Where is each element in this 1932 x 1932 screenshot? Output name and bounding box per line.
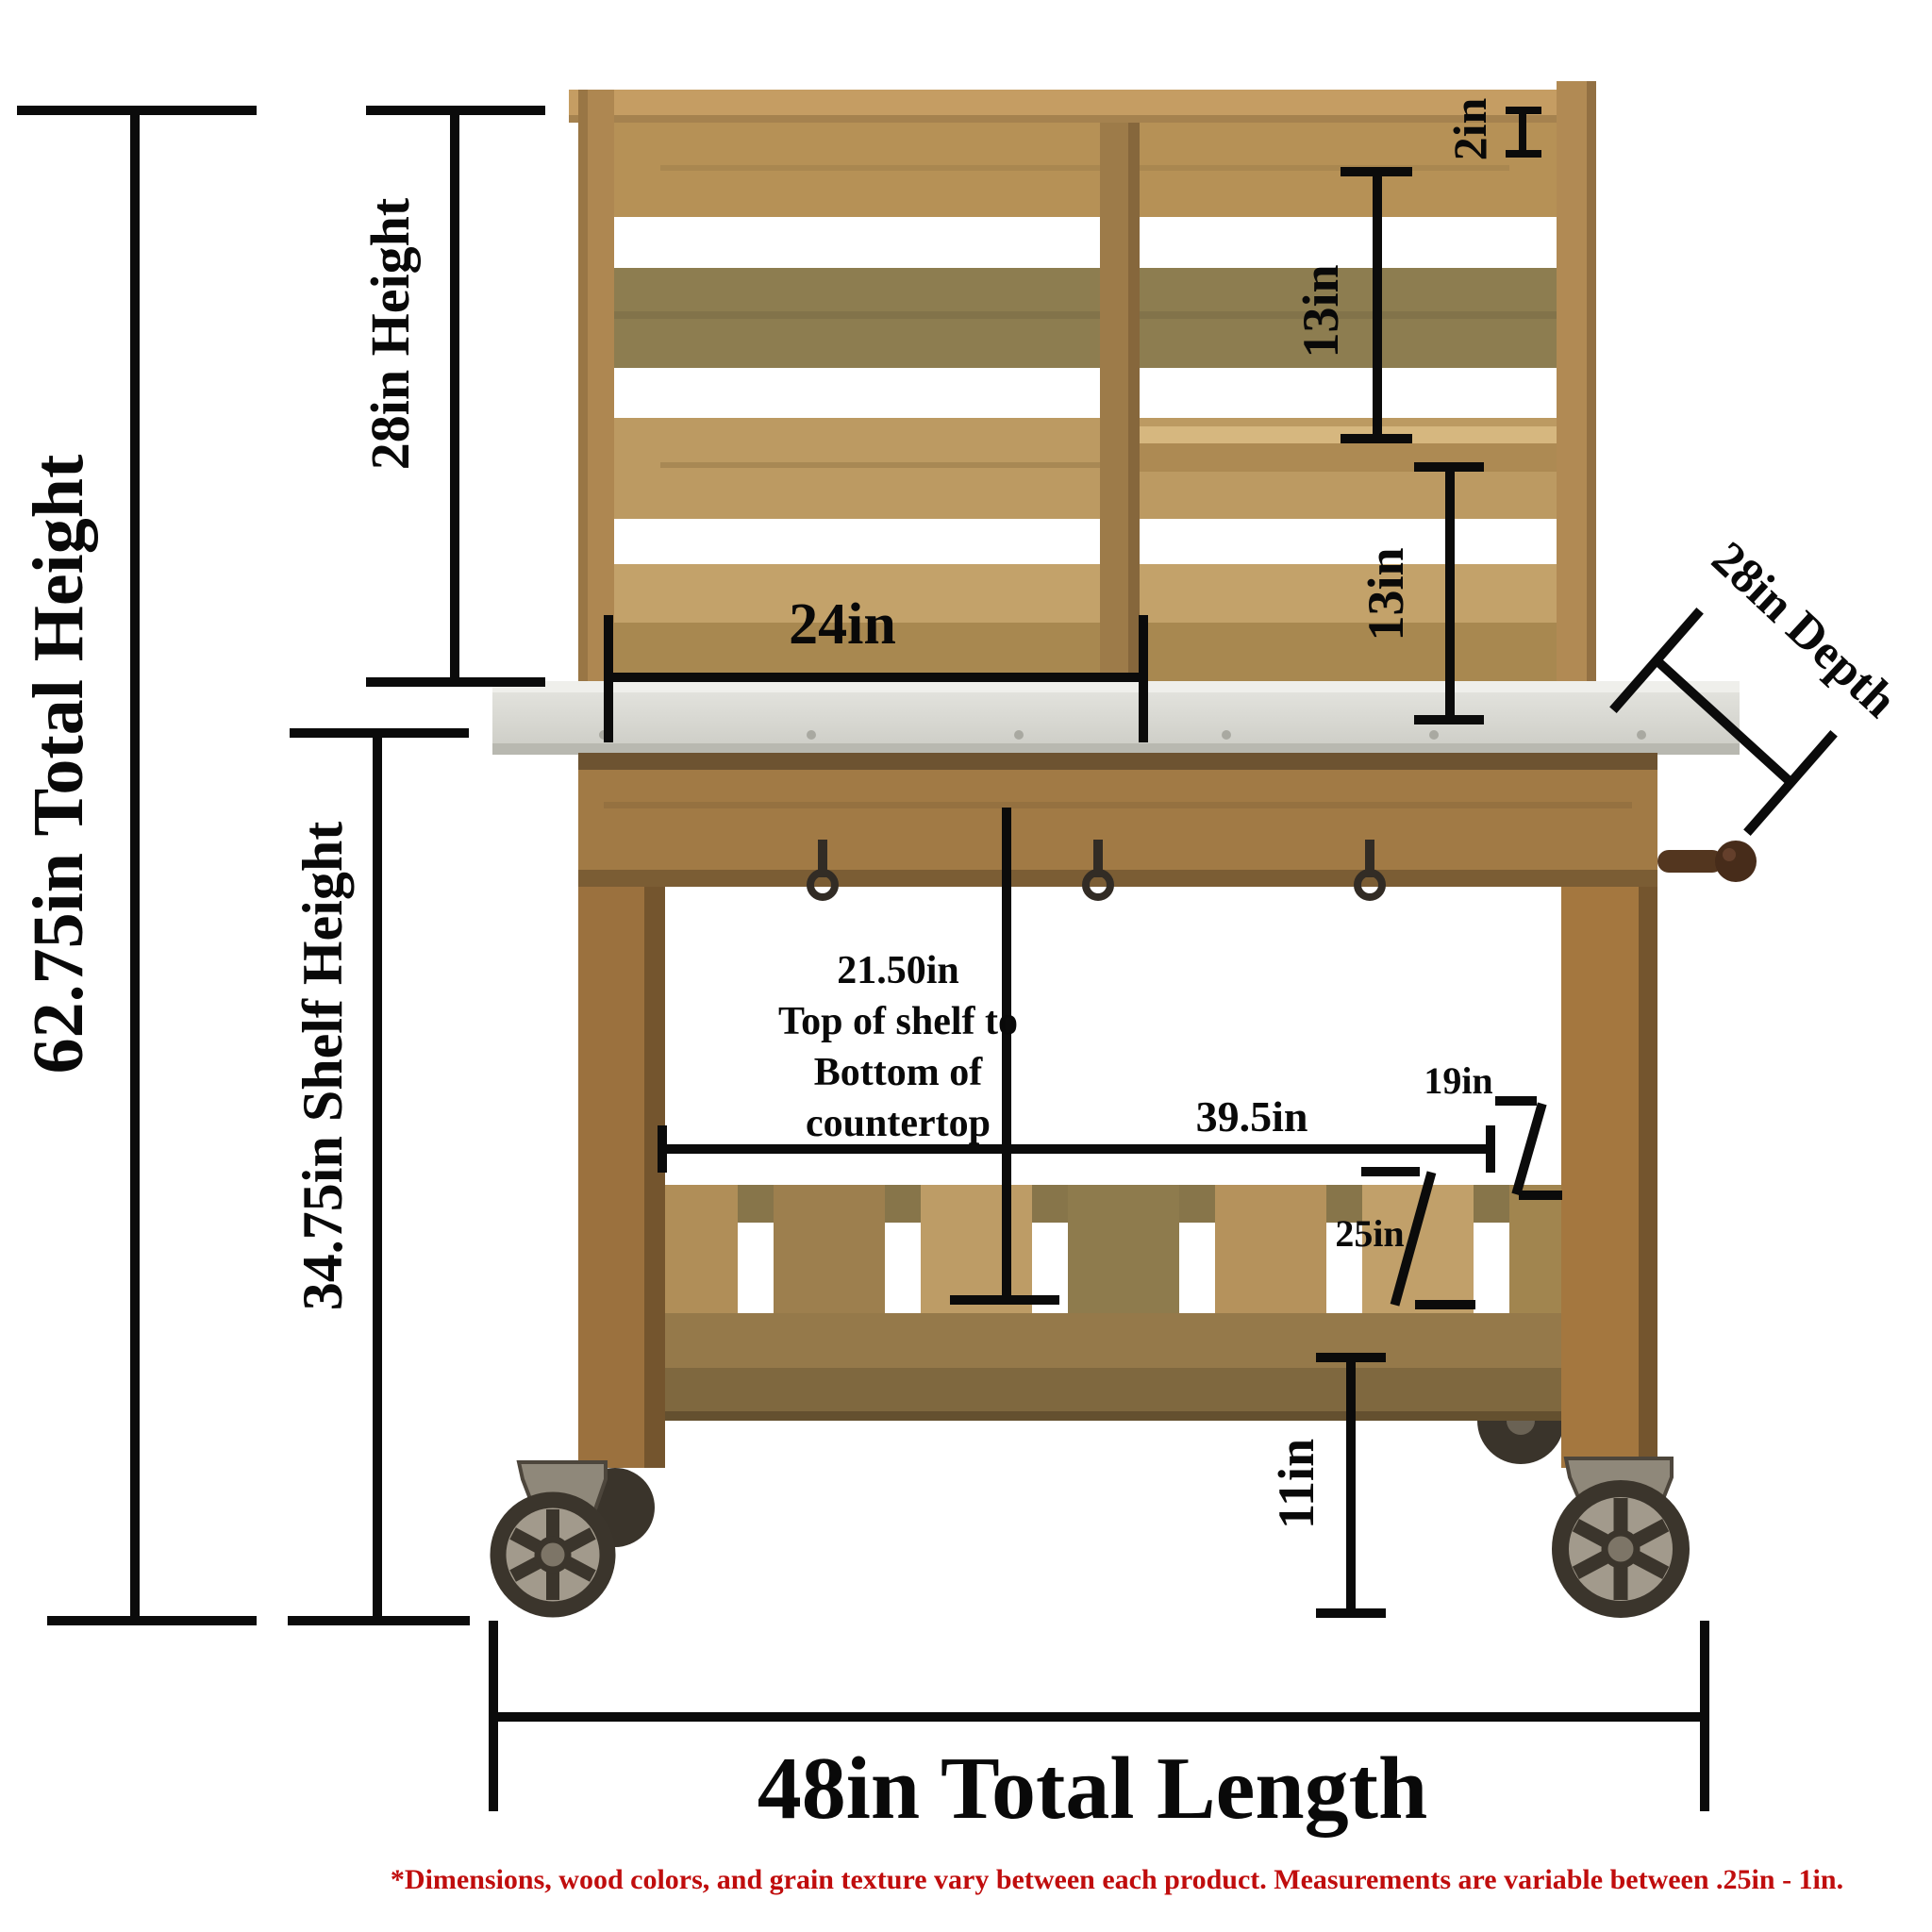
shelf-height-line xyxy=(373,733,382,1621)
lower-shelf xyxy=(587,1185,1647,1421)
upper-opening-bottom-tick xyxy=(1341,434,1412,443)
hutch-height-top-tick xyxy=(366,106,545,115)
clearance-bottom-tick xyxy=(1316,1608,1386,1618)
lower-opening-top-tick xyxy=(1414,462,1484,472)
note-line-3: Bottom of xyxy=(813,1051,983,1094)
hutch-top-cap xyxy=(569,90,1596,123)
clearance-line xyxy=(1346,1357,1356,1613)
shelf-depth-label: 25in xyxy=(1335,1212,1405,1255)
left-opening-label: 24in xyxy=(789,592,896,657)
total-height-line xyxy=(130,110,140,1621)
shelf-to-counter-bottom-tick xyxy=(950,1295,1059,1305)
top-board-top-tick xyxy=(1506,107,1541,114)
front-right-caster xyxy=(1552,1457,1690,1618)
total-length-left-tick xyxy=(489,1621,498,1811)
lower-opening-bottom-tick xyxy=(1414,715,1484,724)
side-handle-knob xyxy=(1657,841,1757,882)
total-height-label: 62.75in Total Height xyxy=(19,454,98,1074)
upper-opening-top-tick xyxy=(1341,167,1412,176)
clearance-top-tick xyxy=(1316,1353,1386,1362)
hutch-divider xyxy=(1100,123,1140,685)
shelf-depth-top-tick xyxy=(1361,1167,1420,1176)
top-board-label: 2in xyxy=(1443,97,1496,161)
inner-width-line xyxy=(662,1144,1491,1154)
note-line-2: Top of shelf to xyxy=(778,1000,1018,1043)
shelf-to-counter-note: 21.50in Top of shelf to Bottom of counte… xyxy=(778,945,1018,1149)
shelf-to-counter-line xyxy=(1002,808,1011,1300)
shelf-depth-bottom-tick xyxy=(1415,1300,1475,1309)
note-line-4: countertop xyxy=(806,1102,991,1145)
total-length-line xyxy=(493,1712,1705,1722)
disclaimer-footnote: *Dimensions, wood colors, and grain text… xyxy=(390,1864,1844,1895)
apron-hooks xyxy=(807,840,1386,901)
left-opening-right-tick xyxy=(1139,615,1148,742)
apron xyxy=(578,753,1657,887)
note-line-1: 21.50in xyxy=(837,949,959,992)
hutch-height-bottom-tick xyxy=(366,677,545,687)
upper-opening-label: 13in xyxy=(1292,264,1349,358)
total-height-top-tick xyxy=(17,106,257,115)
lower-opening-line xyxy=(1445,467,1455,720)
back-depth-top-tick xyxy=(1495,1096,1537,1106)
hutch-back-panel xyxy=(614,123,1557,685)
upper-opening-line xyxy=(1373,172,1382,439)
inner-width-left-tick xyxy=(658,1125,667,1173)
lower-opening-label: 13in xyxy=(1357,547,1414,641)
top-board-bottom-tick xyxy=(1506,150,1541,158)
hutch-left-post xyxy=(578,90,614,685)
shelf-height-bottom-tick xyxy=(288,1616,470,1625)
hutch-height-label: 28in Height xyxy=(359,197,421,471)
shelf-height-label: 34.75in Shelf Height xyxy=(291,821,354,1311)
total-height-bottom-tick xyxy=(47,1616,257,1625)
back-depth-bottom-tick xyxy=(1519,1191,1562,1200)
clearance-label: 11in xyxy=(1268,1438,1324,1530)
inner-width-right-tick xyxy=(1486,1125,1495,1173)
shelf-height-top-tick xyxy=(290,728,469,738)
hutch-right-post xyxy=(1557,81,1596,685)
left-opening-line xyxy=(608,673,1143,682)
countertop xyxy=(492,681,1740,755)
left-opening-left-tick xyxy=(604,615,613,742)
front-left-caster xyxy=(490,1460,616,1618)
hutch-mini-shelf xyxy=(1140,426,1557,472)
hutch-height-line xyxy=(450,110,459,682)
back-depth-label: 19in xyxy=(1424,1059,1493,1102)
inner-width-label: 39.5in xyxy=(1195,1092,1308,1141)
total-length-label: 48in Total Length xyxy=(757,1740,1428,1838)
top-board-line xyxy=(1519,110,1526,154)
total-length-right-tick xyxy=(1700,1621,1709,1811)
